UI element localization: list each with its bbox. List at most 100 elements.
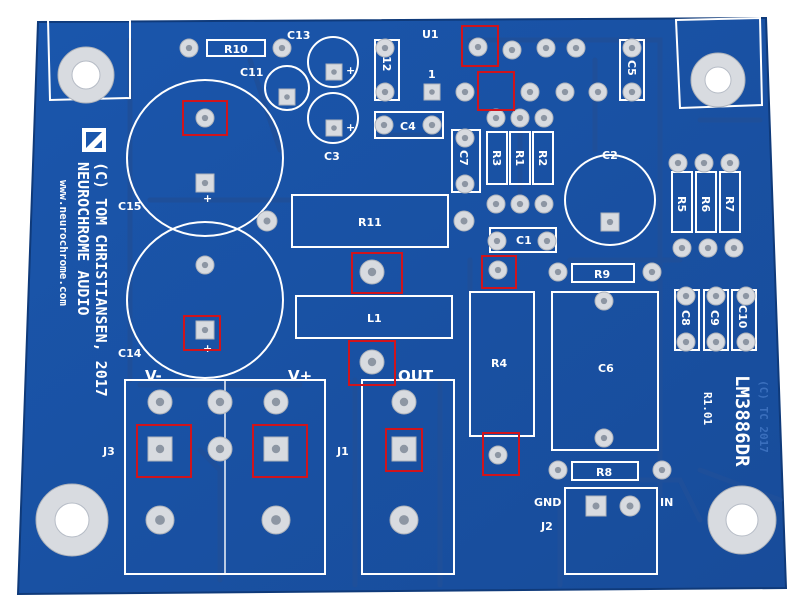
faint-copyright-text: (C) TC 2017: [757, 380, 770, 453]
label-c13: C13: [287, 29, 310, 42]
drill-hole: [201, 326, 209, 334]
drill-hole: [494, 266, 502, 274]
label-c2: C2: [602, 149, 618, 162]
resistor-r8-outline: [571, 461, 639, 481]
plus-c3: +: [346, 121, 355, 134]
highlight-boxes: [136, 25, 520, 478]
drill-hole: [554, 268, 562, 276]
label-r9: R9: [594, 268, 610, 281]
drill-hole: [494, 451, 502, 459]
drill-hole: [492, 114, 500, 122]
highlight-box: [136, 424, 192, 478]
drill-hole: [474, 43, 482, 51]
drill-hole: [704, 244, 712, 252]
label-r11: R11: [358, 216, 382, 229]
drill-hole: [155, 515, 165, 525]
mounting-hole-bottom-right: [707, 485, 777, 555]
square-pad: [147, 436, 173, 462]
drill-hole: [626, 502, 634, 510]
plus-c14: +: [203, 342, 212, 355]
drill-hole: [331, 125, 337, 131]
copyright-text: (C) TOM CHRISTIANSEN, 2017: [92, 162, 110, 397]
drill-hole: [508, 46, 516, 54]
resistor-r3-outline: [486, 131, 508, 185]
url-text: www.neurochrome.com: [57, 180, 70, 306]
drill-hole: [367, 267, 377, 277]
label-c9: C9: [708, 310, 721, 326]
drill-hole: [592, 502, 600, 510]
drill-hole: [493, 237, 501, 245]
drill-hole: [461, 134, 469, 142]
drill-hole: [215, 444, 225, 454]
label-r4: R4: [491, 357, 507, 370]
drill-hole: [331, 69, 337, 75]
drill-hole: [526, 88, 534, 96]
label-c15: C15: [118, 200, 141, 213]
plus-c15: +: [203, 192, 212, 205]
resistor-r2-outline: [532, 131, 554, 185]
highlight-box: [482, 432, 520, 476]
drill-hole: [461, 180, 469, 188]
resistor-r5-outline: [671, 171, 693, 233]
drill-hole: [682, 292, 690, 300]
label-c1: C1: [516, 234, 532, 247]
label-r8: R8: [596, 466, 612, 479]
drill-hole: [399, 515, 409, 525]
connector-j2-outline: [564, 487, 658, 575]
drill-hole: [516, 114, 524, 122]
resistor-r10-outline: [206, 39, 266, 57]
label-gnd: GND: [534, 496, 561, 509]
label-r7: R7: [723, 196, 736, 212]
highlight-box: [351, 252, 403, 294]
drill-hole: [600, 297, 608, 305]
inductor-l1-outline: [295, 295, 453, 339]
drill-hole: [155, 444, 165, 454]
drill-hole: [561, 88, 569, 96]
label-r3: R3: [490, 150, 503, 166]
label-r1: R1: [513, 150, 526, 166]
label-c4: C4: [400, 120, 416, 133]
label-v-minus: V-: [145, 367, 162, 385]
highlight-box: [385, 428, 423, 472]
drill-hole: [380, 121, 388, 129]
drill-hole: [572, 44, 580, 52]
drill-hole: [712, 338, 720, 346]
label-out: OUT: [398, 367, 434, 385]
drill-hole: [712, 292, 720, 300]
drill-hole: [540, 114, 548, 122]
solder-pads: [145, 37, 756, 535]
drill-hole: [682, 338, 690, 346]
label-j3: J3: [102, 445, 115, 458]
model-text: LM3886DR: [731, 375, 753, 467]
drill-hole: [730, 244, 738, 252]
drill-hole: [271, 444, 281, 454]
drill-hole: [429, 89, 435, 95]
drill-hole: [554, 466, 562, 474]
drill-hole: [742, 292, 750, 300]
capacitor-c15-outline: [126, 79, 284, 237]
capacitor-c3-outline: [307, 92, 359, 144]
label-r2: R2: [536, 150, 549, 166]
highlight-box: [182, 100, 228, 136]
highlight-box: [477, 71, 515, 111]
drill-hole: [700, 159, 708, 167]
drill-hole: [284, 94, 290, 100]
label-pin1: 1: [428, 68, 436, 81]
drill-hole: [606, 218, 614, 226]
label-in: IN: [660, 496, 673, 509]
resistor-r9-outline: [571, 263, 635, 283]
drill-hole: [185, 44, 193, 52]
copper-traces: [127, 37, 783, 588]
drill-hole: [399, 397, 409, 407]
highlight-box: [183, 315, 221, 351]
drill-hole: [271, 515, 281, 525]
drill-hole: [201, 261, 209, 269]
drill-hole: [543, 237, 551, 245]
drill-hole: [726, 159, 734, 167]
drill-hole: [263, 217, 271, 225]
drill-hole: [278, 44, 286, 52]
drill-hole: [678, 244, 686, 252]
capacitor-c14-outline: [126, 221, 284, 379]
mounting-hole-bottom-left: [35, 483, 109, 557]
